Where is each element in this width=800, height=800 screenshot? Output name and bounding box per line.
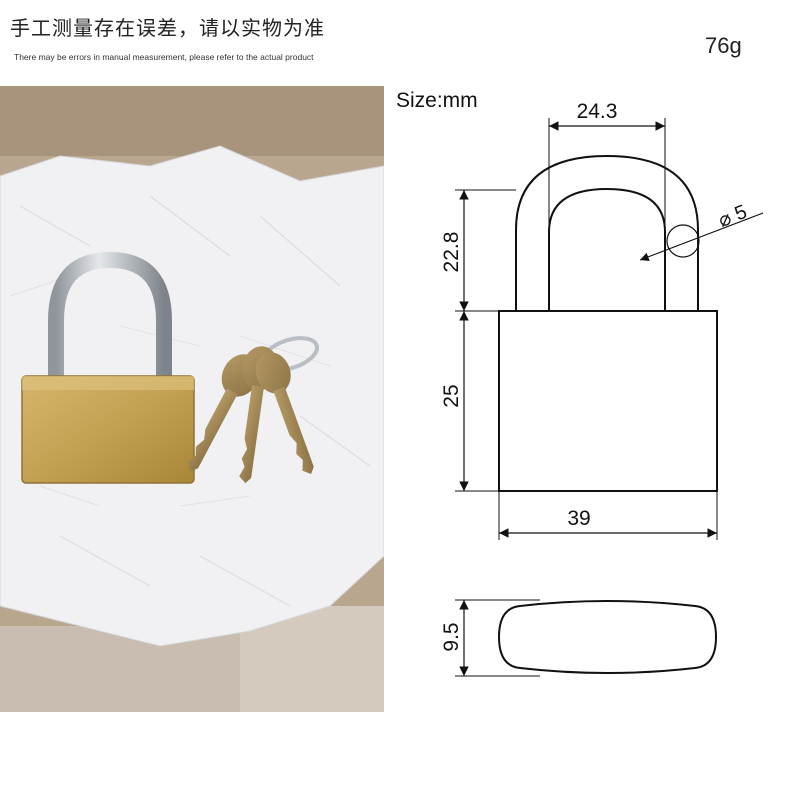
title-english: There may be errors in manual measuremen…: [14, 52, 314, 62]
dimension-shackle-width: 24.3: [577, 100, 618, 123]
size-unit-label: Size:mm: [396, 89, 478, 112]
dimension-shackle-height: 22.8: [440, 232, 463, 273]
dimension-shackle-diameter: ⌀ 5: [715, 201, 750, 232]
weight-label: 76g: [705, 33, 742, 58]
title-chinese: 手工测量存在误差，请以实物为准: [10, 16, 325, 40]
keys: [187, 346, 314, 484]
lock-profile-outline: [497, 600, 718, 674]
padlock-outline: [498, 154, 718, 492]
dimension-body-height: 25: [440, 384, 463, 407]
shackle-diameter-circle: [666, 224, 700, 258]
padlock-photo: [0, 86, 384, 712]
dimension-thickness: 9.5: [440, 622, 463, 651]
dimension-drawing: Size:mm 24.3 ⌀ 5 22.8 25 39 9.5: [396, 89, 764, 677]
shackle: [48, 251, 172, 396]
brass-lock-body: [21, 375, 195, 484]
dimension-body-width: 39: [567, 507, 590, 530]
